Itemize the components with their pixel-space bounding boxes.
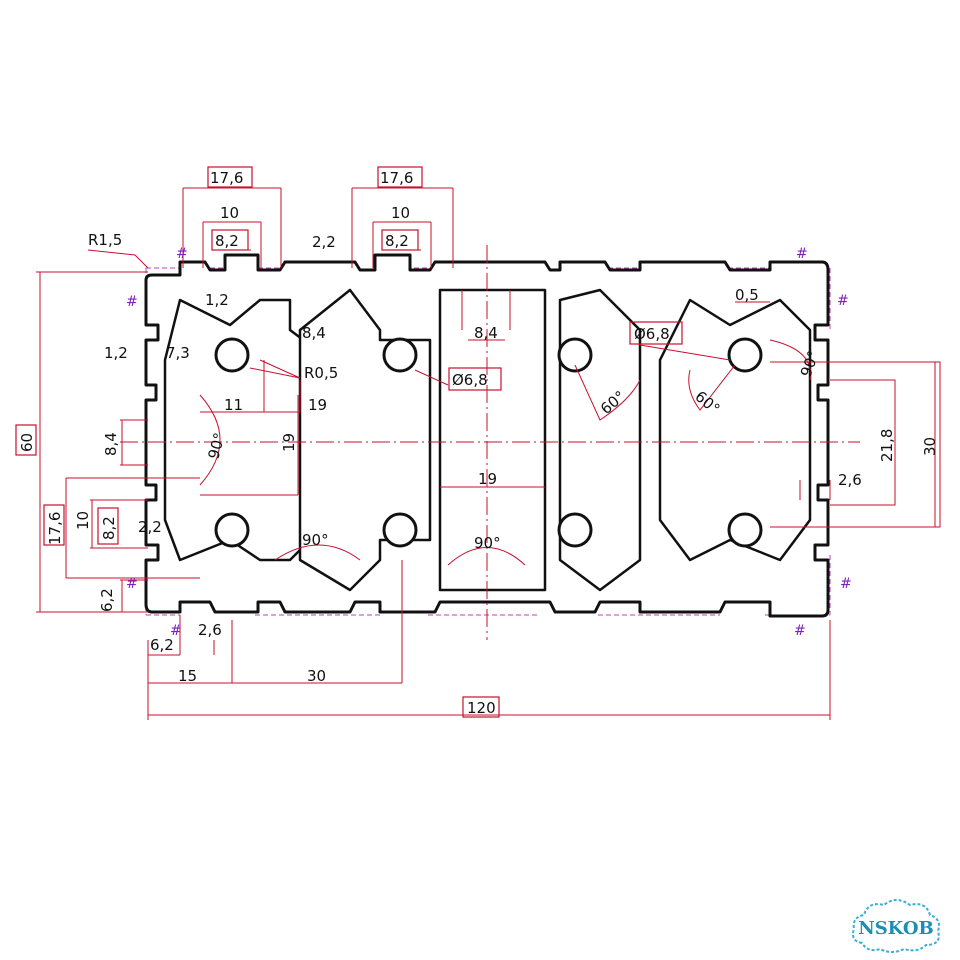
dim-web-mid: 8,4 bbox=[474, 324, 498, 342]
hash-mark: # bbox=[837, 293, 849, 309]
dim-bottom-30: 30 bbox=[307, 667, 326, 685]
hash-mark: # bbox=[794, 623, 806, 639]
dim-right-05: 0,5 bbox=[735, 286, 759, 304]
hash-mark: # bbox=[796, 246, 808, 262]
dim-19-top: 19 bbox=[308, 396, 327, 414]
cloud-shape bbox=[852, 899, 940, 953]
dim-side-176: 17,6 bbox=[46, 512, 64, 545]
dim-angle-90-bottom-mid: 90° bbox=[474, 534, 501, 552]
hash-mark: # bbox=[126, 294, 138, 310]
dim-slot-opening-mid: 8,2 bbox=[385, 232, 409, 250]
dim-radius-corner: R1,5 bbox=[88, 231, 122, 249]
centre-lines bbox=[120, 245, 860, 640]
dim-slot-inner-mid: 10 bbox=[391, 204, 410, 222]
hash-marks: # # # # # # # # bbox=[126, 246, 852, 639]
dim-overall-width: 120 bbox=[467, 699, 496, 717]
dimension-lines bbox=[36, 187, 941, 720]
dim-slot-outer-mid: 17,6 bbox=[380, 169, 413, 187]
logo-text: NSKOB bbox=[858, 918, 934, 939]
dim-bottom-26: 2,6 bbox=[198, 621, 222, 639]
hash-mark: # bbox=[170, 623, 182, 639]
dim-radius-small: R0,5 bbox=[304, 364, 338, 382]
dim-slot-outer-left: 17,6 bbox=[210, 169, 243, 187]
dim-slot-opening-left: 8,2 bbox=[215, 232, 239, 250]
dim-11: 11 bbox=[224, 396, 243, 414]
dim-19-mid: 19 bbox=[478, 470, 497, 488]
dim-side-84: 8,4 bbox=[102, 432, 120, 456]
hash-mark: # bbox=[126, 576, 138, 592]
dim-left-depth: 7,3 bbox=[166, 344, 190, 362]
dim-lip-small: 1,2 bbox=[205, 291, 229, 309]
dim-19-vert: 19 bbox=[280, 433, 298, 452]
dim-side-82: 8,2 bbox=[100, 516, 118, 540]
dim-right-30: 30 bbox=[921, 437, 939, 456]
brand-logo: NSKOB bbox=[852, 899, 940, 953]
dim-web-left: 8,4 bbox=[302, 324, 326, 342]
hash-mark: # bbox=[176, 246, 188, 262]
dimension-boxes bbox=[15, 166, 683, 718]
dim-hole-left: Ø6,8 bbox=[452, 371, 488, 389]
dim-right-218: 21,8 bbox=[878, 429, 896, 462]
hash-mark: # bbox=[840, 576, 852, 592]
dim-bottom-15: 15 bbox=[178, 667, 197, 685]
dim-lip-thickness: 2,2 bbox=[312, 233, 336, 251]
dim-overall-height: 60 bbox=[18, 433, 36, 452]
dim-left-lip: 1,2 bbox=[104, 344, 128, 362]
dim-side-10: 10 bbox=[74, 511, 92, 530]
dim-side-62-v: 6,2 bbox=[98, 588, 116, 612]
dim-hole-right: Ø6,8 bbox=[634, 325, 670, 343]
dim-right-26: 2,6 bbox=[838, 471, 862, 489]
dim-slot-inner-left: 10 bbox=[220, 204, 239, 222]
dim-angle-90-bottom-left: 90° bbox=[302, 531, 329, 549]
dim-bottom-62: 6,2 bbox=[150, 636, 174, 654]
dim-side-22: 2,2 bbox=[138, 518, 162, 536]
